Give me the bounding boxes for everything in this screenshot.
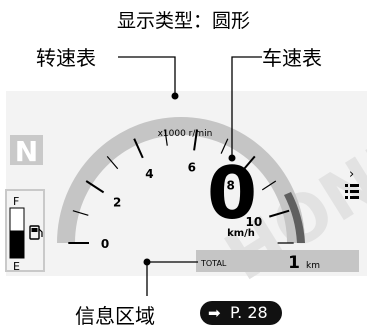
- tachometer-tick: [164, 129, 168, 146]
- info-label: TOTAL: [200, 259, 227, 268]
- fuel-box-border: [5, 189, 45, 272]
- fuel-pump-icon: [29, 225, 43, 240]
- tachometer-scale-label: 4: [145, 167, 153, 181]
- tachometer-scale-label: 6: [188, 161, 196, 175]
- tachometer-tick: [220, 138, 229, 154]
- gear-indicator: N: [15, 135, 38, 168]
- menu-chevron-icon: ›: [349, 167, 354, 182]
- menu-list-icon: [345, 184, 359, 199]
- speedometer-leader-dot: [228, 154, 236, 162]
- tachometer-scale: 0 2 4 6 8 10: [101, 161, 262, 251]
- tachometer-leader-dot: [171, 92, 179, 100]
- tachometer-tick: [133, 138, 144, 159]
- arrow-right-icon: ➡: [208, 304, 221, 322]
- tachometer-unit: x1000 r/min: [158, 129, 213, 139]
- info-area-callout: 信息区域: [75, 304, 155, 328]
- info-value: 1: [288, 253, 300, 273]
- speedometer-leader: [231, 56, 262, 158]
- tachometer-tick: [240, 155, 256, 173]
- fuel-full-label: F: [13, 195, 19, 208]
- gear-badge: [10, 135, 43, 165]
- tachometer-tick: [85, 180, 105, 194]
- tachometer-tick: [261, 180, 277, 191]
- page-reference-badge: ➡ P. 28: [200, 301, 282, 325]
- tachometer-tick: [72, 210, 89, 216]
- tachometer-tick: [106, 155, 119, 170]
- tachometer-leader: [118, 56, 176, 96]
- fuel-empty-label: E: [13, 260, 20, 273]
- info-bar: [196, 250, 359, 272]
- tachometer-tick: [193, 129, 199, 151]
- speed-value: 0: [207, 151, 257, 235]
- tachometer-arc: [57, 117, 305, 243]
- tachometer-callout: 转速表: [36, 46, 96, 70]
- info-unit: km: [306, 261, 320, 271]
- info-leader-dot: [143, 258, 151, 266]
- speedometer-callout: 车速表: [262, 46, 322, 70]
- tachometer-redzone: [284, 192, 305, 243]
- tachometer-scale-label: 10: [245, 215, 262, 229]
- tachometer-ticks: [68, 129, 294, 244]
- speed-unit: km/h: [227, 228, 255, 239]
- tachometer-scale-label: 8: [227, 179, 235, 193]
- callout-leaders: [118, 56, 262, 296]
- tachometer-scale-label: 2: [113, 195, 121, 209]
- fuel-gauge-fill: [10, 230, 24, 258]
- tachometer-scale-label: 0: [101, 237, 109, 251]
- figure-title: 显示类型：圆形: [116, 10, 250, 32]
- page-reference: P. 28: [230, 303, 268, 322]
- tachometer-tick: [268, 209, 290, 218]
